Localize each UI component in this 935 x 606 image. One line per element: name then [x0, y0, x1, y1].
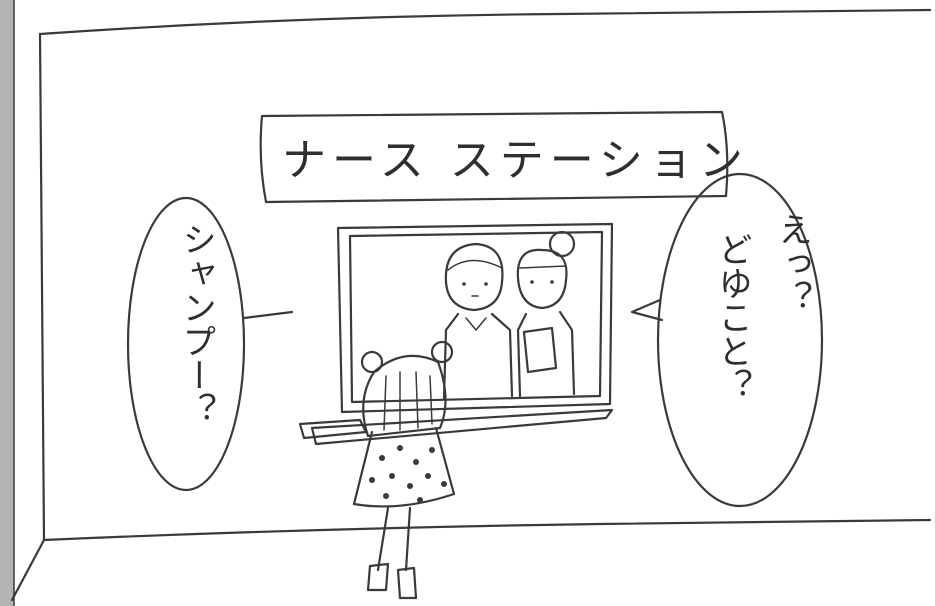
- nurse-left: [442, 242, 514, 400]
- left-bubble-text: シャンプー？: [176, 222, 217, 426]
- left-shaded-strip: [0, 0, 15, 606]
- sign-text: ナース ステーション: [282, 135, 749, 186]
- speech-bubble-left: [126, 196, 294, 492]
- nurse-right: [516, 230, 576, 398]
- nurse-station-sign: [259, 110, 729, 204]
- room-walls: [10, 8, 932, 602]
- right-bubble-line2: どゆこと？: [712, 232, 753, 402]
- station-window: [298, 222, 614, 446]
- right-bubble-line1: えっ？: [772, 212, 813, 314]
- speech-bubble-right: [630, 172, 824, 508]
- girl: [352, 340, 456, 600]
